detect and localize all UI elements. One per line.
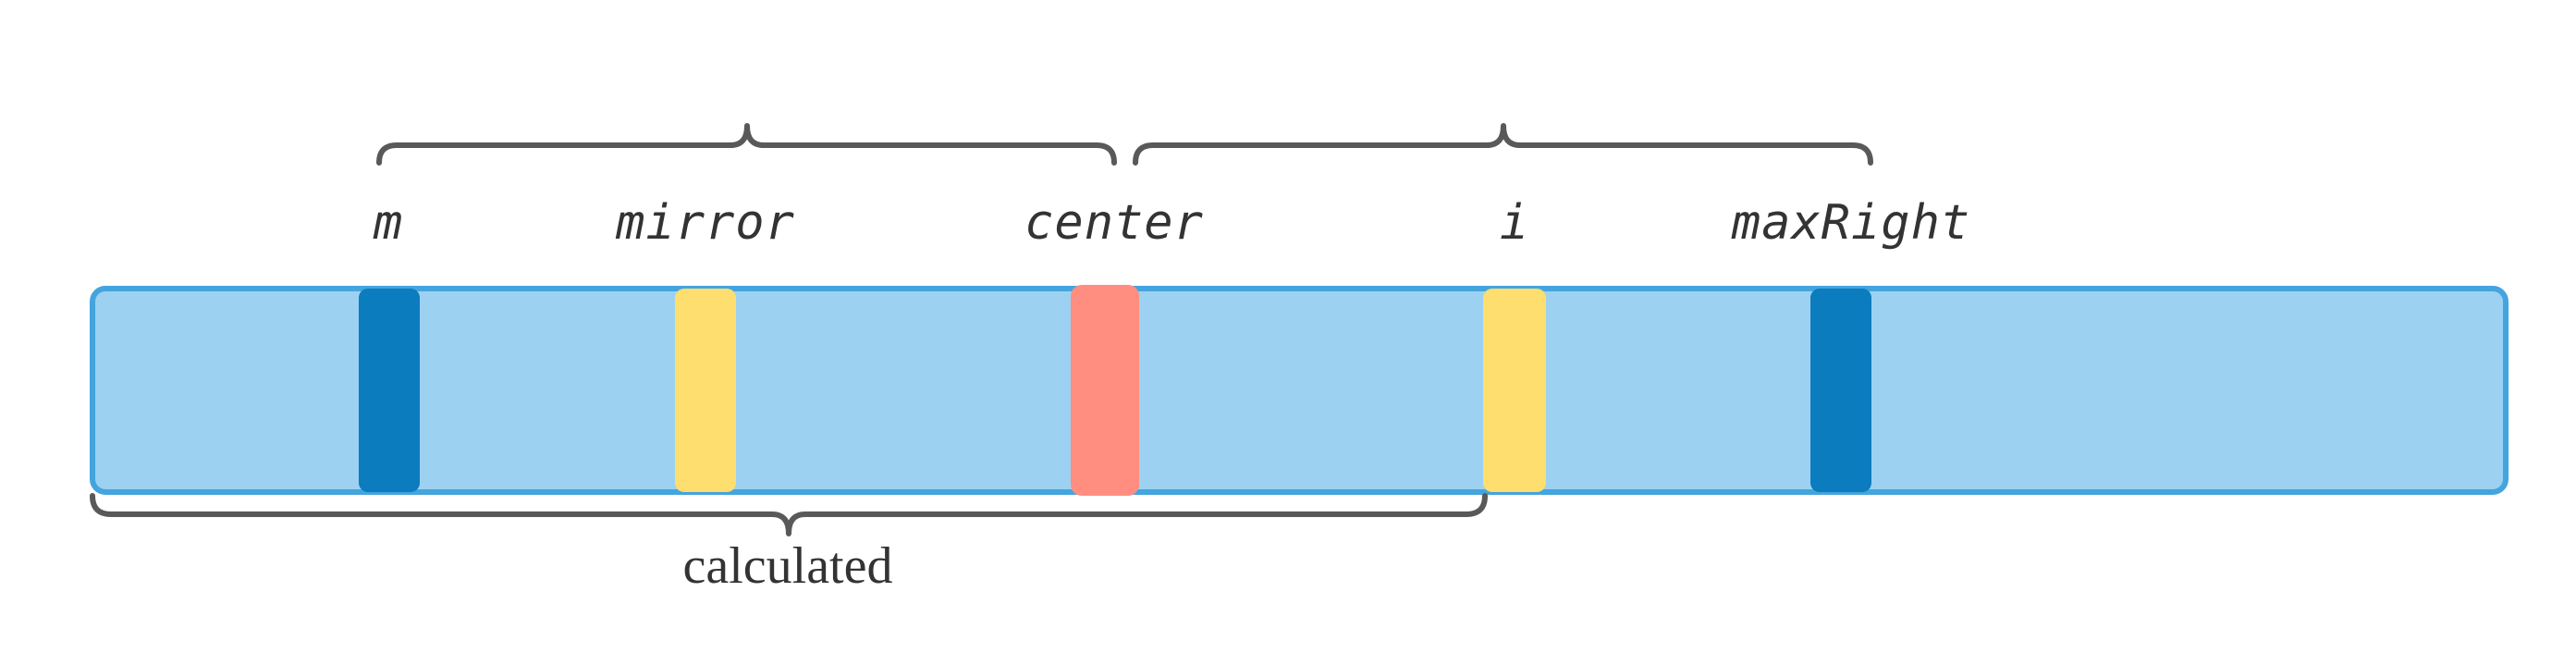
array-bar <box>90 286 2509 495</box>
marker-i <box>1483 289 1546 492</box>
marker-center <box>1071 285 1139 496</box>
label-max-right: maxRight <box>1731 195 1970 251</box>
upper-left-brace <box>376 123 1117 166</box>
marker-m <box>359 289 420 492</box>
lower-brace <box>90 493 1488 536</box>
marker-max-right <box>1810 289 1871 492</box>
caption-calculated: calculated <box>683 537 893 595</box>
marker-mirror <box>675 289 736 492</box>
label-i: i <box>1500 195 1529 251</box>
upper-right-brace <box>1133 123 1873 166</box>
label-center: center <box>1024 195 1204 251</box>
label-m: m <box>373 195 403 251</box>
label-mirror: mirror <box>615 195 795 251</box>
